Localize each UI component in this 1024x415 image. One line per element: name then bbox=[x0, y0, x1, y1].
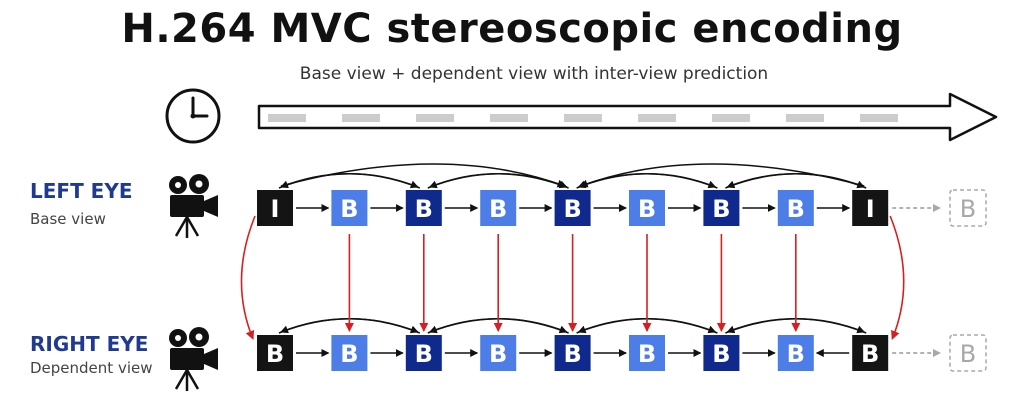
left-frame-label: I bbox=[866, 195, 875, 223]
right-frame-box bbox=[257, 335, 293, 371]
right-frame-box bbox=[703, 335, 740, 371]
right-frame-label: B bbox=[638, 340, 656, 368]
hierarchical-arrow bbox=[280, 163, 566, 188]
timeline-tick bbox=[564, 114, 602, 122]
right-frame: B bbox=[554, 335, 591, 371]
left-frame-box bbox=[852, 190, 889, 226]
inter-view-arrow bbox=[889, 215, 905, 340]
future-frame-box bbox=[949, 334, 987, 372]
right-frame-label: B bbox=[861, 340, 879, 368]
inter-view-arrow bbox=[240, 215, 256, 340]
page-subtitle: Base view + dependent view with inter-vi… bbox=[299, 64, 769, 84]
future-frame-label: B bbox=[960, 340, 976, 368]
right-frame-box bbox=[405, 335, 442, 371]
movie-camera-icon bbox=[169, 174, 218, 238]
right-future-frame: B bbox=[949, 334, 987, 372]
left-frame-label: B bbox=[787, 195, 805, 223]
left-frame: B bbox=[629, 190, 665, 226]
future-frame-box bbox=[949, 189, 987, 227]
right-frame: B bbox=[777, 335, 814, 371]
left-frame: B bbox=[480, 190, 517, 226]
right-frame-label: B bbox=[266, 340, 284, 368]
movie-camera-icon bbox=[169, 327, 218, 391]
right-frame-label: B bbox=[787, 340, 805, 368]
right-frame: B bbox=[331, 335, 368, 371]
left-frame-label: B bbox=[340, 195, 358, 223]
left-frame: I bbox=[852, 190, 889, 226]
timeline-tick bbox=[786, 114, 824, 122]
timeline-tick bbox=[416, 114, 454, 122]
left-frame-box bbox=[331, 190, 368, 226]
right-frame-label: B bbox=[712, 340, 730, 368]
time-arrow-icon bbox=[257, 92, 998, 142]
right-frame-label: B bbox=[563, 340, 581, 368]
right-frame-label: B bbox=[415, 340, 433, 368]
right-frame-box bbox=[331, 335, 368, 371]
timeline-tick bbox=[268, 114, 306, 122]
left-frame-label: B bbox=[563, 195, 581, 223]
timeline-tick bbox=[342, 114, 380, 122]
left-frame: B bbox=[405, 190, 442, 226]
left-frame-box bbox=[554, 190, 591, 226]
left-frame: B bbox=[777, 190, 814, 226]
left-frame-label: B bbox=[638, 195, 656, 223]
right-frame-label: B bbox=[340, 340, 358, 368]
right-frame-box bbox=[554, 335, 591, 371]
left-frame-box bbox=[480, 190, 517, 226]
left-frame-label: B bbox=[489, 195, 507, 223]
left-frame: B bbox=[703, 190, 740, 226]
right-frame-label: B bbox=[489, 340, 507, 368]
left-frame-label: B bbox=[712, 195, 730, 223]
left-frame-box bbox=[257, 190, 293, 226]
left-frame-label: I bbox=[271, 195, 280, 223]
right-frame: B bbox=[257, 335, 293, 371]
left-eye-label: LEFT EYE bbox=[30, 179, 133, 203]
left-future-frame: B bbox=[949, 189, 987, 227]
right-frame-box bbox=[480, 335, 517, 371]
left-frame: B bbox=[554, 190, 591, 226]
right-frame: B bbox=[852, 335, 889, 371]
timeline-tick bbox=[860, 114, 898, 122]
timeline-tick bbox=[638, 114, 676, 122]
right-frame-box bbox=[852, 335, 889, 371]
left-frame-box bbox=[703, 190, 740, 226]
timeline-tick bbox=[490, 114, 528, 122]
left-frame-label: B bbox=[415, 195, 433, 223]
right-frame: B bbox=[703, 335, 740, 371]
clock-icon bbox=[165, 88, 221, 144]
right-frame-box bbox=[629, 335, 665, 371]
hierarchical-arrow bbox=[579, 163, 865, 188]
future-frame-label: B bbox=[960, 195, 976, 223]
right-frame: B bbox=[480, 335, 517, 371]
left-frame-box bbox=[405, 190, 442, 226]
left-frame: I bbox=[257, 190, 293, 226]
timeline-tick bbox=[712, 114, 750, 122]
page-title: H.264 MVC stereoscopic encoding bbox=[121, 6, 903, 52]
right-frame-box bbox=[777, 335, 814, 371]
right-eye-label: RIGHT EYE bbox=[30, 332, 149, 356]
left-frame-box bbox=[777, 190, 814, 226]
left-frame-box bbox=[629, 190, 665, 226]
right-frame: B bbox=[405, 335, 442, 371]
right-frame: B bbox=[629, 335, 665, 371]
dependent-view-label: Dependent view bbox=[30, 359, 153, 377]
left-frame: B bbox=[331, 190, 368, 226]
base-view-label: Base view bbox=[30, 210, 106, 228]
